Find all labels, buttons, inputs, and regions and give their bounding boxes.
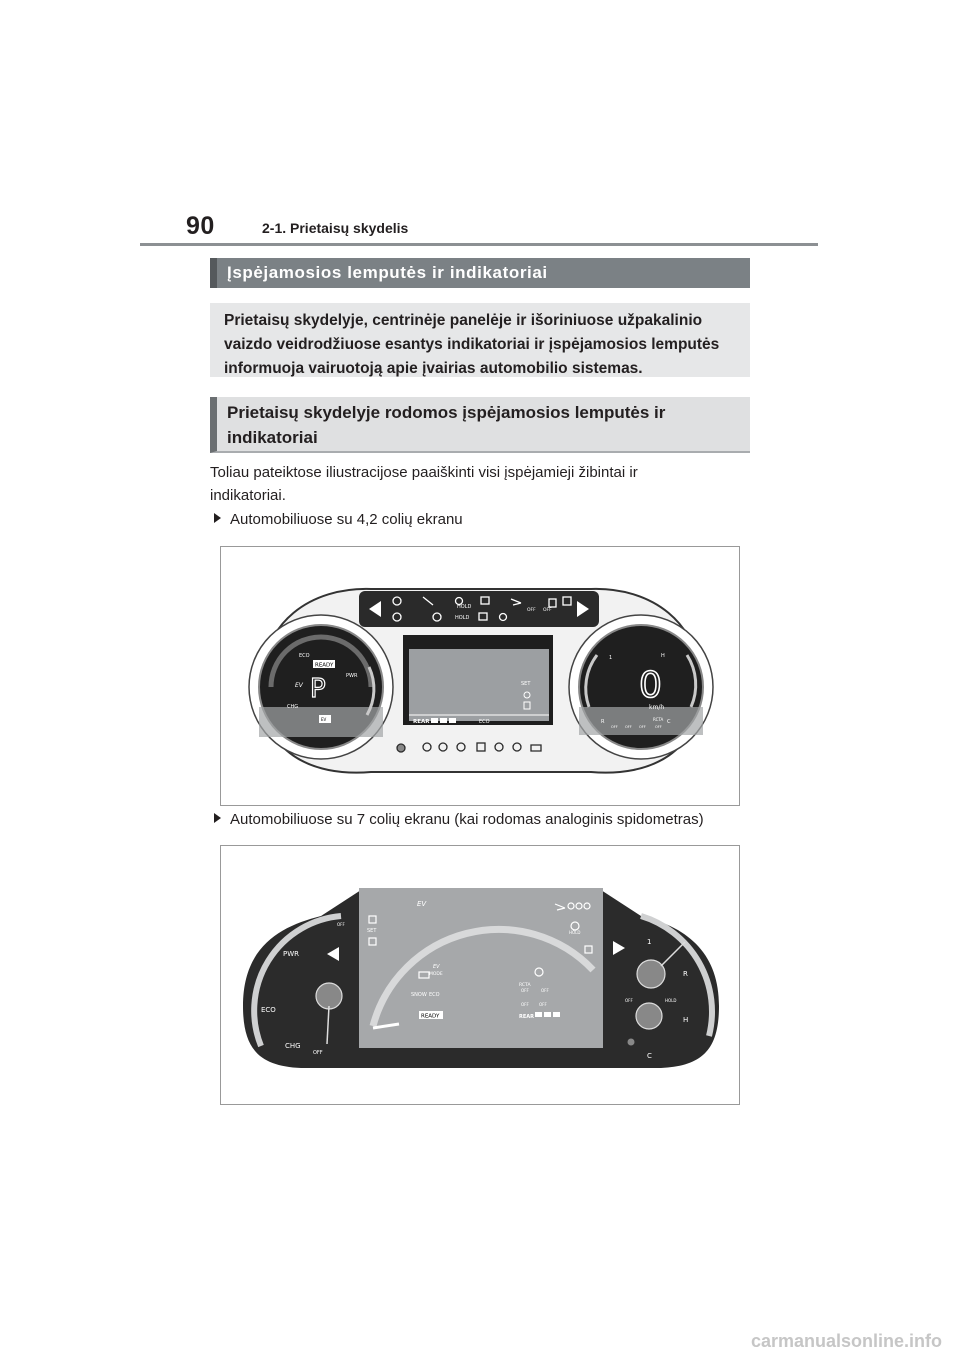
off-label-right: OFF	[625, 998, 633, 1003]
off-label-4: OFF	[539, 1002, 547, 1007]
triangle-bullet-icon	[214, 513, 221, 523]
right-turn-arrow-icon	[613, 941, 625, 955]
chg-label: CHG	[287, 704, 298, 710]
chg-label: CHG	[285, 1042, 301, 1050]
pwr-label: PWR	[346, 673, 358, 679]
off-label-1: OFF	[521, 988, 529, 993]
bottom-off-4: OFF	[655, 725, 662, 729]
digital-speed: 0	[639, 665, 662, 706]
ready-label: READY	[421, 1014, 440, 1020]
bullet-text: Automobiliuose su 4,2 colių ekranu	[230, 511, 463, 528]
rear-label: REAR	[413, 719, 430, 725]
cluster-7in-illustration: EV SET HOLD EV MODE SNOW ECO RCTA OFF OF…	[243, 888, 719, 1068]
ev-mode-label: EV	[321, 717, 327, 722]
gauge-r-label: R	[601, 719, 605, 725]
instrument-cluster-7in-figure: EV SET HOLD EV MODE SNOW ECO RCTA OFF OF…	[220, 845, 740, 1105]
eco-label: ECO	[299, 653, 310, 659]
left-turn-arrow-icon	[327, 947, 339, 961]
bullet-item-4in: Automobiliuose su 4,2 colių ekranu	[214, 511, 463, 528]
gauge-c-label: C	[667, 719, 671, 725]
page-number: 90	[186, 212, 215, 240]
right-turn-arrow-icon	[577, 601, 589, 617]
off-label-2: OFF	[543, 607, 552, 613]
triangle-bullet-icon	[214, 813, 221, 823]
hold-label-1: HOLD	[457, 604, 471, 610]
snow-label: SNOW	[411, 992, 427, 998]
speed-unit: km/h	[649, 704, 664, 711]
gear-indicator: P	[310, 674, 326, 704]
cluster-4in-illustration: HOLD HOLD OFF OFF ECO READY PWR P EV CHG…	[248, 587, 714, 774]
set-label: SET	[367, 928, 377, 934]
intro-box: Prietaisų skydelyje, centrinėje panelėje…	[210, 303, 750, 377]
pwr-label: PWR	[283, 950, 299, 958]
off-label-1: OFF	[527, 607, 536, 613]
off-label-3: OFF	[521, 1002, 529, 1007]
bullet-text: Automobiliuose su 7 colių ekranu (kai ro…	[230, 811, 704, 828]
ready-label: READY	[315, 663, 334, 669]
section-heading: Įspėjamosios lemputės ir indikatoriai	[210, 258, 750, 288]
subsection-heading-line-2: indikatoriai	[227, 428, 318, 447]
section-title: 2-1. Prietaisų skydelis	[262, 220, 409, 236]
body-line-1: Toliau pateiktose iliustracijose paaiški…	[210, 464, 638, 481]
body-paragraph: Toliau pateiktose iliustracijose paaiški…	[210, 461, 750, 507]
rear-label: REAR	[519, 1014, 534, 1020]
subsection-heading-line-1: Prietaisų skydelyje rodomos įspėjamosios…	[227, 403, 666, 422]
gauge-h-label: H	[683, 1016, 688, 1024]
hold-label-right: HOLD	[665, 998, 676, 1003]
ev-label: EV	[295, 682, 304, 689]
bottom-off-1: OFF	[611, 725, 618, 729]
gauge-h-label: H	[661, 653, 665, 659]
bullet-item-7in: Automobiliuose su 7 colių ekranu (kai ro…	[214, 811, 704, 828]
ev-mode-label: MODE	[429, 971, 443, 977]
eco-label: ECO	[429, 992, 440, 998]
eco-mode-label: ECO	[479, 719, 490, 725]
subsection-heading: Prietaisų skydelyje rodomos įspėjamosios…	[210, 397, 750, 453]
watermark: carmanualsonline.info	[751, 1331, 943, 1351]
bottom-off-3: OFF	[639, 725, 646, 729]
gauge-r-label: R	[683, 970, 688, 978]
rcta-label: RCTA	[519, 982, 531, 988]
bottom-off-2: OFF	[625, 725, 632, 729]
left-turn-arrow-icon	[369, 601, 381, 617]
off-label-2: OFF	[541, 988, 549, 993]
eco-label-left: ECO	[261, 1006, 276, 1014]
gauge-c-label: C	[647, 1052, 652, 1060]
gauge-1-label: 1	[647, 938, 651, 946]
ev-mode-ev: EV	[433, 964, 440, 970]
hold-label-2: HOLD	[455, 615, 469, 621]
hold-label: HOLD	[569, 930, 580, 935]
intro-line-1: Prietaisų skydelyje, centrinėje panelėje…	[224, 312, 703, 329]
intro-line-3: informuoja vairuotoją apie įvairias auto…	[224, 360, 643, 377]
set-label: SET	[521, 681, 531, 687]
instrument-cluster-4in-figure: HOLD HOLD OFF OFF ECO READY PWR P EV CHG…	[220, 546, 740, 806]
off-label-left-2: OFF	[313, 1050, 323, 1056]
rcta-label: RCTA	[653, 717, 664, 722]
off-label-left-1: OFF	[337, 922, 345, 927]
gauge-1-label: 1	[609, 655, 612, 661]
ev-icon: EV	[417, 900, 427, 908]
intro-line-2: vaizdo veidrodžiuose esantys indikatoria…	[224, 336, 720, 353]
body-line-2: indikatoriai.	[210, 487, 286, 504]
section-heading-text: Įspėjamosios lemputės ir indikatoriai	[227, 263, 548, 282]
header-rule	[140, 243, 818, 246]
